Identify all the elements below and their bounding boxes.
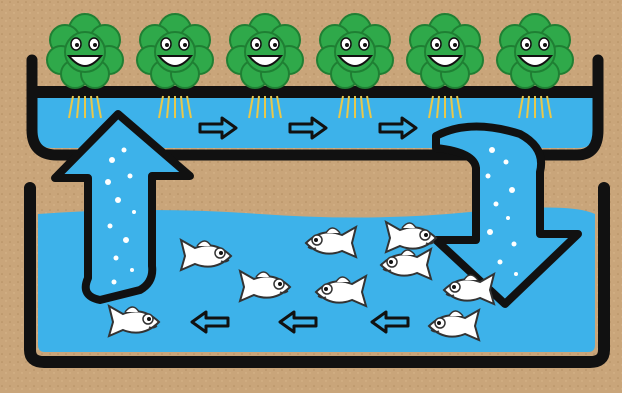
grow-bed-tray [32,86,598,98]
bubble [123,237,129,243]
plant-pupil [273,43,277,47]
plant-pupil [363,43,367,47]
plant-pupil [165,43,169,47]
bubble [130,268,134,272]
fish-pupil [278,282,282,286]
plant-pupil [183,43,187,47]
bubble [514,272,518,276]
plant-pupil [75,43,79,47]
plant-pupil [255,43,259,47]
fish-pupil [147,317,151,321]
bubble [489,147,495,153]
plant-pupil [93,43,97,47]
bubble [132,210,136,214]
bubble [512,242,517,247]
bubble [509,187,515,193]
bubble [114,256,119,261]
fish-pupil [219,251,223,255]
bubble [105,179,111,185]
fish-pupil [389,260,393,264]
bubble [498,260,503,265]
bubble [115,197,121,203]
fish-pupil [437,321,441,325]
plant-pupil [435,43,439,47]
plant-pupil [543,43,547,47]
bubble [486,174,491,179]
bubble [487,229,493,235]
fish-pupil [452,285,456,289]
plant-pupil [453,43,457,47]
plant-pupil [345,43,349,47]
fish-pupil [424,233,428,237]
bubble [128,174,133,179]
bubble [506,216,510,220]
bubble [122,148,127,153]
bubble [109,157,115,163]
bubble [112,280,117,285]
bubble [504,160,509,165]
plant-pupil [525,43,529,47]
fish-pupil [314,238,318,242]
bubble [108,224,113,229]
fish-pupil [324,287,328,291]
bubble [494,202,499,207]
